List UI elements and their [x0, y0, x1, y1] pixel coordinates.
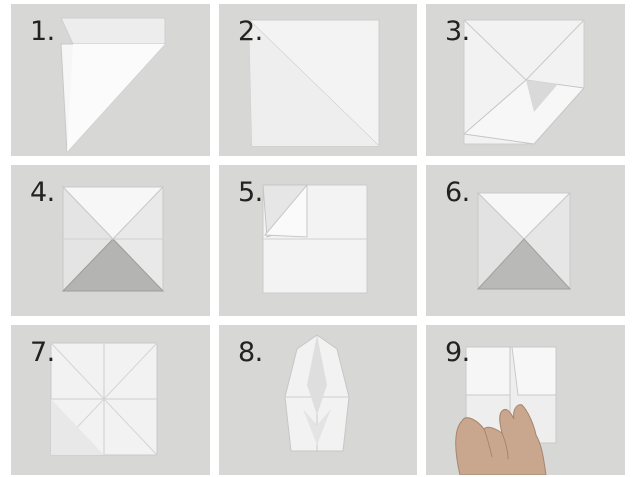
step-3-label: 3. — [445, 18, 470, 45]
step-4-photo: 4. — [11, 165, 210, 316]
step-7-label: 7. — [30, 339, 55, 366]
step-1-photo: 1. — [11, 4, 210, 156]
step-2-photo: 2. — [219, 4, 417, 156]
step-6-label: 6. — [445, 179, 470, 206]
step-7-photo: 7. — [11, 325, 210, 475]
step-5-label: 5. — [238, 179, 263, 206]
step-2-label: 2. — [238, 18, 263, 45]
step-9-photo: 9. — [426, 325, 625, 475]
step-3-photo: 3. — [426, 4, 625, 156]
step-8-photo: 8. — [219, 325, 417, 475]
step-1-label: 1. — [30, 18, 55, 45]
step-4-label: 4. — [30, 179, 55, 206]
step-9-label: 9. — [445, 339, 470, 366]
step-5-photo: 5. — [219, 165, 417, 316]
step-6-photo: 6. — [426, 165, 625, 316]
step-8-label: 8. — [238, 339, 263, 366]
